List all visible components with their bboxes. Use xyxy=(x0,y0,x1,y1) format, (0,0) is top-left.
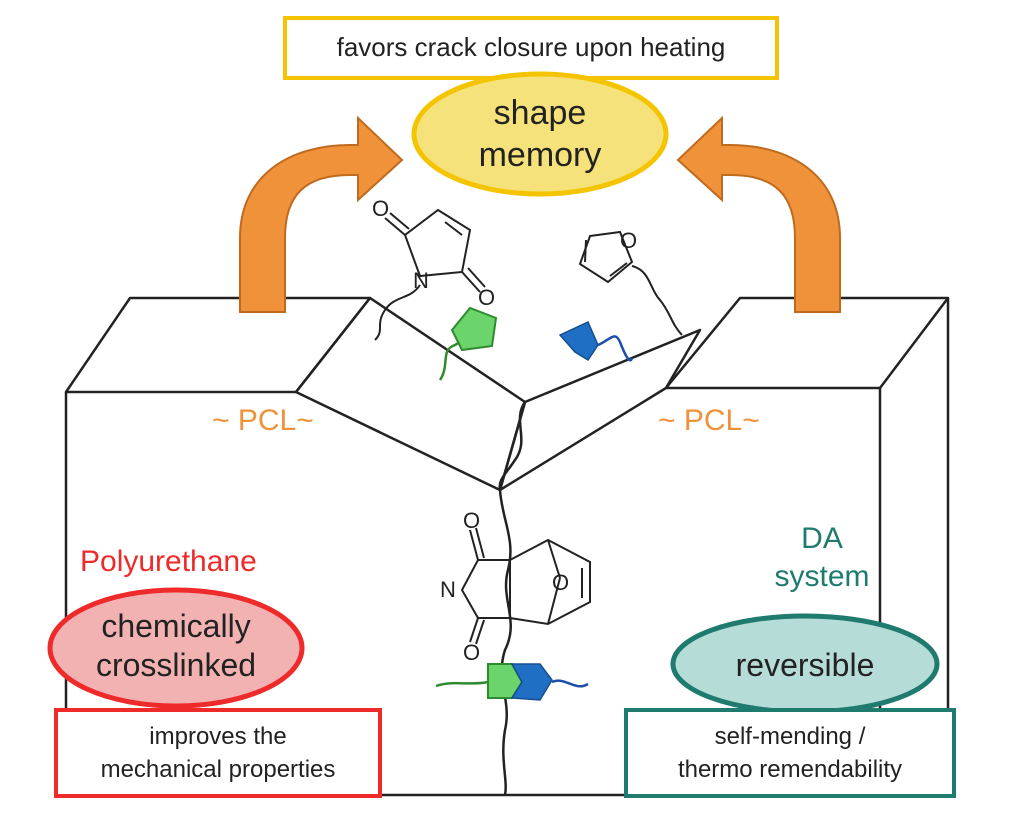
left-note-box xyxy=(54,708,382,798)
furan-ring xyxy=(578,230,634,284)
pcl-label-left: ~ PCL~ xyxy=(212,404,314,437)
adduct-co-top xyxy=(469,529,479,561)
maleimide-co-bottom xyxy=(461,271,481,293)
top-note-box xyxy=(283,16,779,80)
maleimide-n-label: N xyxy=(413,268,429,293)
crack-line xyxy=(498,401,527,796)
adduct-co-top-dbl xyxy=(475,527,485,559)
polyurethane-label: Polyurethane xyxy=(80,545,257,578)
left-note-line2: mechanical properties xyxy=(101,756,336,783)
adduct-co-bottom-dbl xyxy=(475,619,485,645)
da-adduct xyxy=(460,527,591,645)
maleimide-co-top-dbl xyxy=(389,212,410,230)
crosslinked-line1: chemically xyxy=(101,608,250,644)
furan-double-2 xyxy=(609,262,628,277)
furan-molecule xyxy=(578,230,683,336)
maleimide-tether xyxy=(374,284,421,341)
bonded-blue-tether xyxy=(551,679,589,688)
left-note-line1: improves the xyxy=(149,723,286,750)
adduct-imide-ring xyxy=(460,559,511,619)
arrow-right xyxy=(676,115,841,313)
top-note-text: favors crack closure upon heating xyxy=(337,32,726,62)
reversible-text: reversible xyxy=(736,647,875,683)
right-note-line1: self-mending / xyxy=(715,723,866,750)
block-front-face xyxy=(64,388,882,797)
green-pentagon xyxy=(450,306,498,352)
right-note-box xyxy=(624,708,956,798)
da-system-line2: system xyxy=(774,560,869,593)
da-system-line1: DA xyxy=(801,522,843,555)
blue-furan-token xyxy=(558,320,634,362)
bonded-tokens xyxy=(435,663,589,701)
furan-double-1 xyxy=(584,239,587,263)
shape-memory-line2: memory xyxy=(479,136,602,174)
arrow-right-shape xyxy=(676,115,841,313)
maleimide-o1-label: O xyxy=(372,196,389,221)
pcl-label-right: ~ PCL~ xyxy=(658,404,760,437)
maleimide-double-bond xyxy=(444,221,463,236)
right-note-line2: thermo remendability xyxy=(678,756,902,783)
crosslinked-ellipse xyxy=(47,587,305,709)
bonded-green-tether xyxy=(435,680,489,688)
maleimide-co-bottom-dbl xyxy=(467,267,486,288)
bonded-blue-shape xyxy=(510,663,553,701)
shape-memory-line1: shape xyxy=(494,94,587,132)
furan-o-label: O xyxy=(620,228,637,253)
crosslinked-line2: crosslinked xyxy=(96,647,256,683)
crack-right-wall xyxy=(498,328,702,492)
maleimide-ring xyxy=(403,208,472,278)
maleimide-molecule xyxy=(374,208,486,341)
maleimide-co-top xyxy=(384,217,406,236)
furan-tether xyxy=(631,265,683,336)
green-maleimide-token xyxy=(438,306,498,381)
adduct-bridge-1 xyxy=(547,539,561,579)
arrow-left xyxy=(239,115,404,313)
adduct-n-label: N xyxy=(440,577,456,602)
maleimide-o2-label: O xyxy=(478,285,495,310)
blue-arrow-shape xyxy=(558,320,599,362)
arrow-left-shape xyxy=(239,115,404,313)
blue-tether xyxy=(597,335,634,362)
adduct-o3-label: O xyxy=(552,570,569,595)
adduct-o1-label: O xyxy=(463,508,480,533)
block-left-top xyxy=(64,296,372,394)
adduct-o2-label: O xyxy=(463,640,480,665)
adduct-co-bottom xyxy=(469,617,479,643)
adduct-bridge-2 xyxy=(547,577,561,625)
shape-memory-ellipse xyxy=(411,71,669,197)
adduct-bicycle xyxy=(509,538,591,626)
